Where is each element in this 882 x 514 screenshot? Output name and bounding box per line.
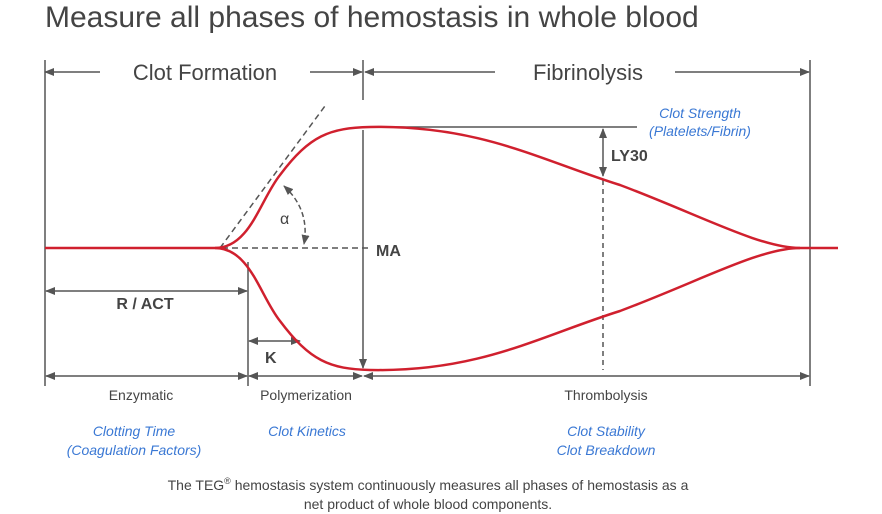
alpha-label: α: [280, 211, 289, 228]
clotting-time-label: Clotting Time: [93, 423, 176, 439]
platelets-fibrin-label: (Platelets/Fibrin): [649, 123, 751, 139]
enzymatic-label: Enzymatic: [109, 387, 174, 403]
clot-strength-label: Clot Strength: [659, 105, 741, 121]
clot-breakdown-label: Clot Breakdown: [557, 442, 656, 458]
clot-formation-label: Clot Formation: [133, 60, 277, 85]
frame-lines: [44, 60, 811, 386]
caption-line-2: net product of whole blood components.: [304, 496, 552, 512]
clot-kinetics-label: Clot Kinetics: [268, 423, 346, 439]
caption-post: hemostasis system continuously measures …: [231, 477, 689, 493]
k-label: K: [265, 350, 277, 367]
teg-tracing: [45, 125, 838, 372]
clot-stability-label: Clot Stability: [567, 423, 646, 439]
thrombolysis-label: Thrombolysis: [564, 387, 647, 403]
coagulation-factors-label: (Coagulation Factors): [67, 442, 202, 458]
title: Measure all phases of hemostasis in whol…: [45, 1, 699, 34]
ma-label: MA: [376, 243, 401, 260]
r-act-label: R / ACT: [116, 296, 173, 313]
polymerization-label: Polymerization: [260, 387, 352, 403]
registered-mark: ®: [224, 476, 231, 486]
caption-pre: The TEG: [168, 477, 225, 493]
fibrinolysis-label: Fibrinolysis: [533, 60, 643, 85]
ly30-label: LY30: [611, 148, 648, 165]
caption-line-1: The TEG® hemostasis system continuously …: [168, 476, 689, 493]
